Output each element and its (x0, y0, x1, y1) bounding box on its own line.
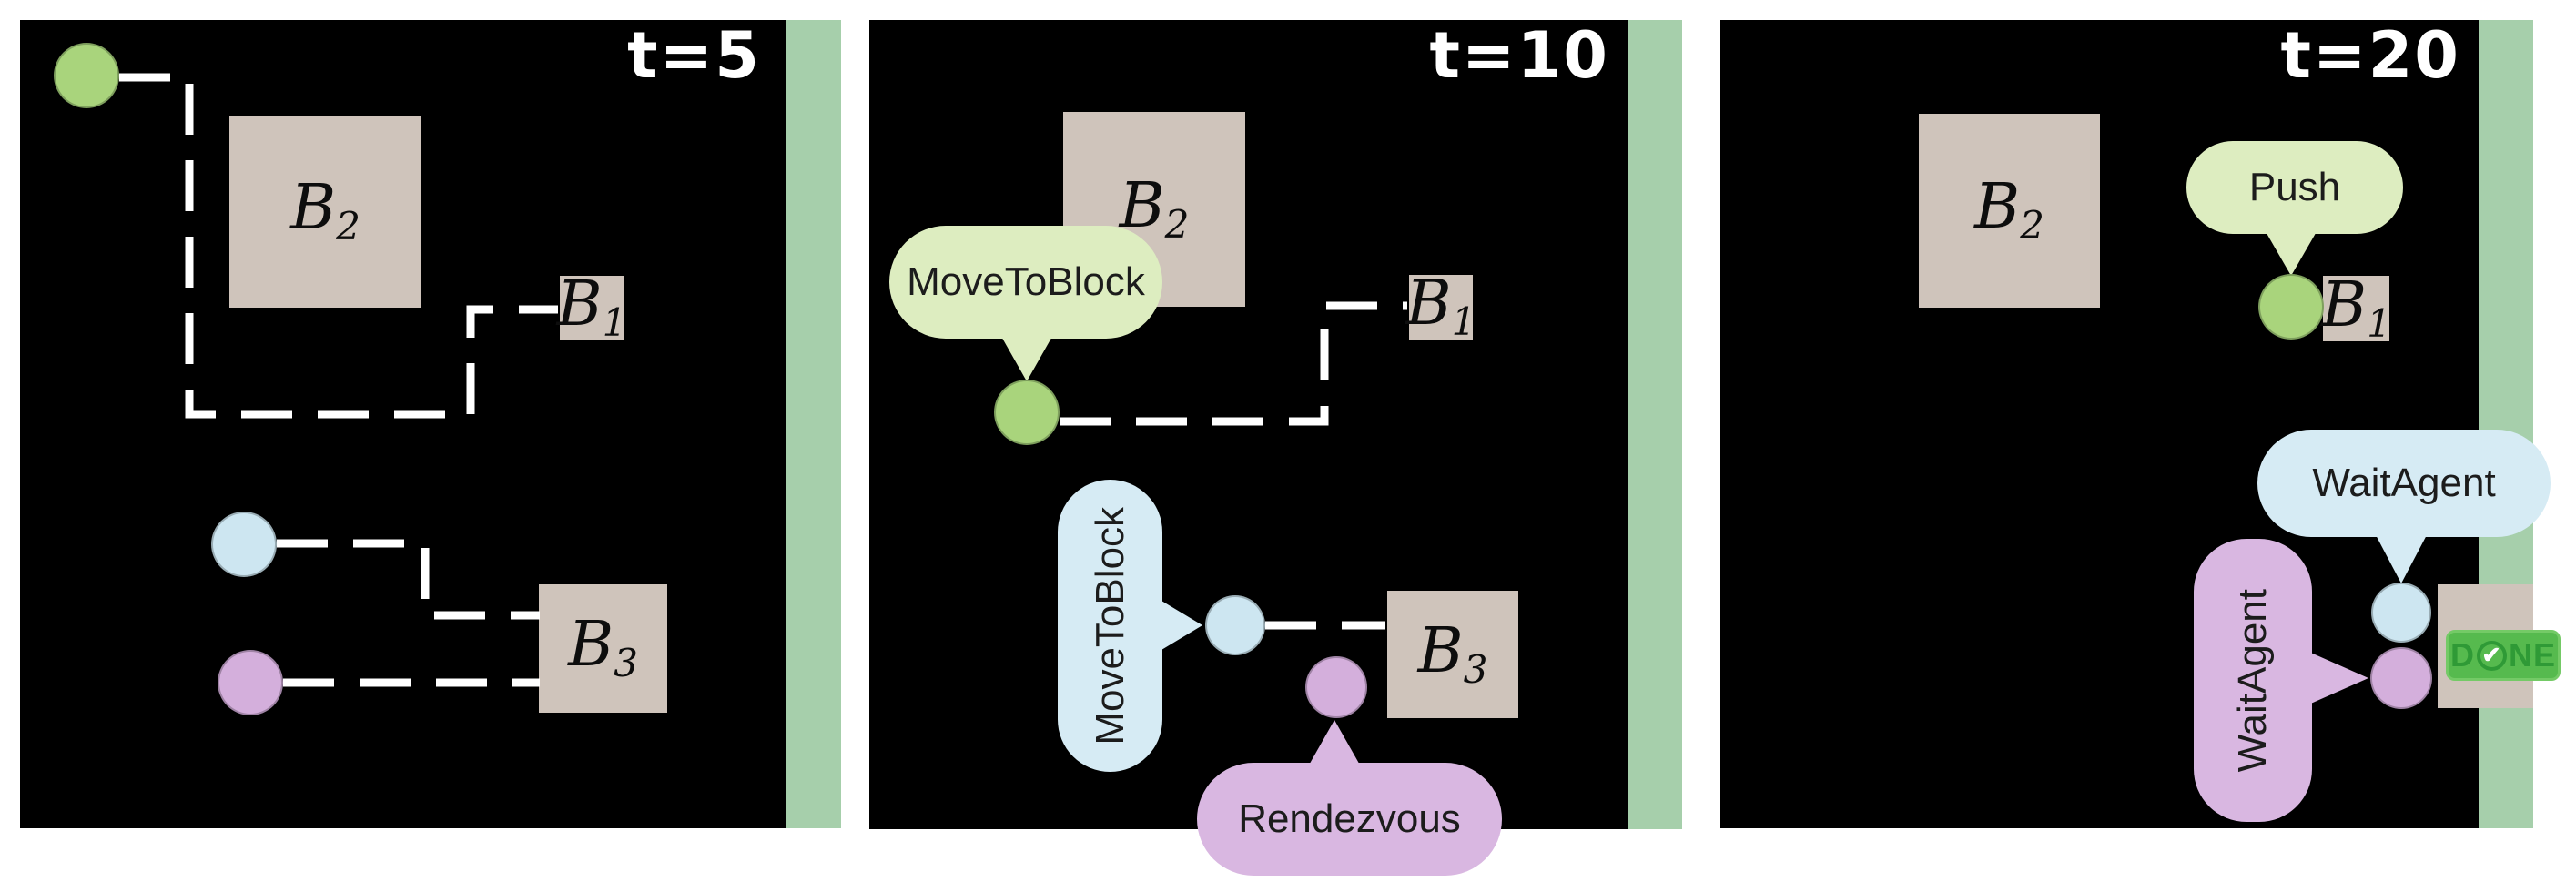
action-bubble-purple: WaitAgent (2194, 539, 2312, 822)
action-bubble-purple: Rendezvous (1197, 763, 1502, 876)
done-badge-text-prefix: D (2449, 636, 2475, 674)
block-label-sub: 1 (602, 299, 627, 345)
block-b1: B1 (2321, 274, 2391, 346)
block-label-sub: 2 (336, 203, 360, 248)
block-label: B1 (557, 273, 627, 345)
block-b1: B1 (1406, 273, 1476, 341)
agent-green (994, 380, 1060, 445)
block-label: B3 (1418, 620, 1488, 692)
agent-purple (218, 650, 283, 715)
block-label-sub: 1 (1451, 299, 1476, 344)
goal-region-strip (1628, 20, 1682, 829)
block-label: B2 (1974, 177, 2044, 245)
block-label-sub: 2 (1164, 201, 1190, 247)
action-bubble-label: MoveToBlock (1087, 506, 1132, 745)
block-label-main: B (1119, 169, 1165, 242)
check-icon: ✔ (2481, 642, 2502, 668)
action-bubble-label: WaitAgent (2312, 461, 2496, 505)
timestep-label: t=5 (627, 18, 761, 93)
action-bubble-label: Push (2248, 165, 2341, 209)
block-label-sub: 1 (2367, 300, 2391, 346)
block-label-main: B (290, 172, 337, 245)
action-bubble-label: MoveToBlock (907, 259, 1145, 304)
action-bubble-label: Rendezvous (1238, 796, 1461, 841)
agent-blue (1205, 595, 1265, 655)
done-badge: D✔NE (2446, 630, 2561, 681)
block-label: B2 (290, 177, 360, 246)
goal-region-strip (786, 20, 841, 828)
block-b1: B1 (557, 273, 627, 345)
done-check-circle-icon: ✔ (2476, 640, 2507, 671)
block-label: B1 (1406, 273, 1476, 341)
agent-green (2258, 274, 2324, 340)
block-label-sub: 3 (614, 640, 638, 685)
action-bubble-blue: WaitAgent (2257, 430, 2551, 537)
agent-green (54, 43, 119, 108)
action-bubble-green: Push (2186, 141, 2403, 234)
block-label-main: B (568, 609, 614, 682)
done-badge-text-suffix: NE (2508, 636, 2556, 674)
agent-blue (2371, 583, 2431, 643)
agent-purple (1305, 656, 1367, 718)
block-label-main: B (2321, 269, 2368, 341)
action-bubble-blue: MoveToBlock (1058, 480, 1162, 772)
block-label-main: B (1417, 614, 1464, 687)
block-label-main: B (556, 268, 603, 340)
block-b3: B3 (539, 584, 667, 713)
action-bubble-green: MoveToBlock (889, 226, 1162, 339)
agent-purple (2370, 647, 2432, 709)
block-label-main: B (1974, 171, 2021, 244)
block-label-sub: 3 (1463, 646, 1488, 692)
timestep-label: t=10 (1429, 18, 1609, 93)
block-label: B1 (2321, 274, 2391, 346)
block-b2: B2 (229, 116, 421, 308)
block-b3: B3 (1387, 591, 1518, 718)
block-label: B2 (1120, 175, 1190, 247)
block-label-main: B (1405, 268, 1452, 340)
timestep-label: t=20 (2280, 18, 2460, 93)
action-bubble-label: WaitAgent (2230, 588, 2275, 773)
block-b2: B2 (1919, 114, 2100, 308)
agent-blue (211, 512, 277, 577)
block-label-sub: 2 (2020, 202, 2044, 248)
block-label: B3 (568, 614, 638, 683)
